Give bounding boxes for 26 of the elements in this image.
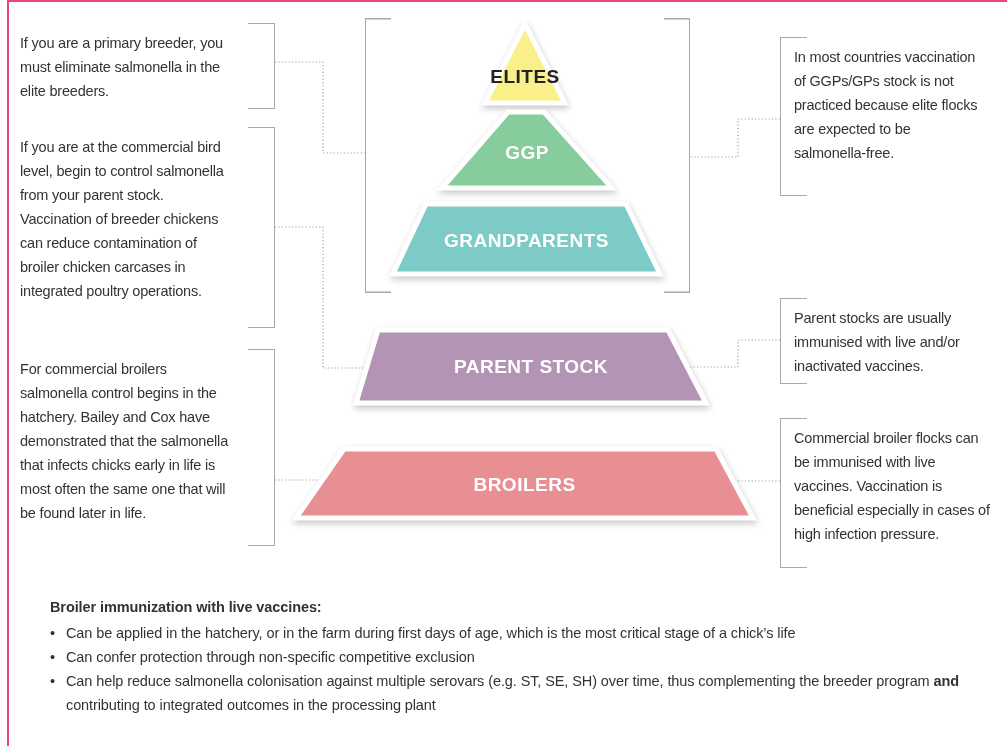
tier-label: BROILERS	[472, 474, 577, 496]
tier-label: GRANDPARENTS	[442, 230, 610, 252]
tier-label: ELITES	[489, 66, 561, 88]
tier-label: PARENT STOCK	[452, 356, 610, 378]
note-text: Parent stocks are usually immunised with live and/or inactivated vaccines.	[794, 309, 961, 376]
leader-line	[274, 226, 365, 369]
bullet-text: Can be applied in the hatchery, or in the farm during first days of age, which is the most critical stage of a chick’s life	[66, 624, 796, 643]
leader-line	[274, 61, 366, 154]
bullet-mark: •	[50, 624, 56, 643]
note-text: For commercial broilers salmonella control begins in the hatchery. Bailey and Cox have demonstrated that the salmonella that infects chicks early in life is most often the same one that will be found later in life.	[20, 360, 230, 523]
callout-bracket	[20, 127, 275, 328]
bullet-mark: •	[50, 648, 56, 667]
tier-label: GGP	[504, 142, 550, 164]
bullet-mark: •	[50, 672, 56, 691]
note-text: If you are at the commercial bird level, begin to control salmonella from your parent stock. Vaccination of breeder chickens can reduce contamination of broiler chicken carcases in integrated poultry operations.	[20, 138, 225, 301]
leader-line	[689, 339, 781, 368]
callout-bracket	[20, 23, 275, 109]
note-text: Commercial broiler flocks can be immunised with live vaccines. Vaccination is beneficial especially in cases of high infection pressure.	[794, 429, 991, 544]
leader-line	[689, 118, 781, 158]
callout-bracket	[20, 349, 275, 546]
list-heading: Broiler immunization with live vaccines:	[50, 598, 322, 617]
bullet-text: Can confer protection through non-specific competitive exclusion	[66, 648, 475, 667]
bullet-text: Can help reduce salmonella colonisation against multiple serovars (e.g. ST, SE, SH) over time, thus complementing the breeder program and contributing to integrated outcomes in the processing plant	[66, 672, 960, 715]
note-text: In most countries vaccination of GGPs/GPs stock is not practiced because elite flocks are expected to be salmonella-free.	[794, 48, 979, 163]
bracket-outline	[365, 18, 690, 293]
note-text: If you are a primary breeder, you must eliminate salmonella in the elite breeders.	[20, 34, 224, 101]
